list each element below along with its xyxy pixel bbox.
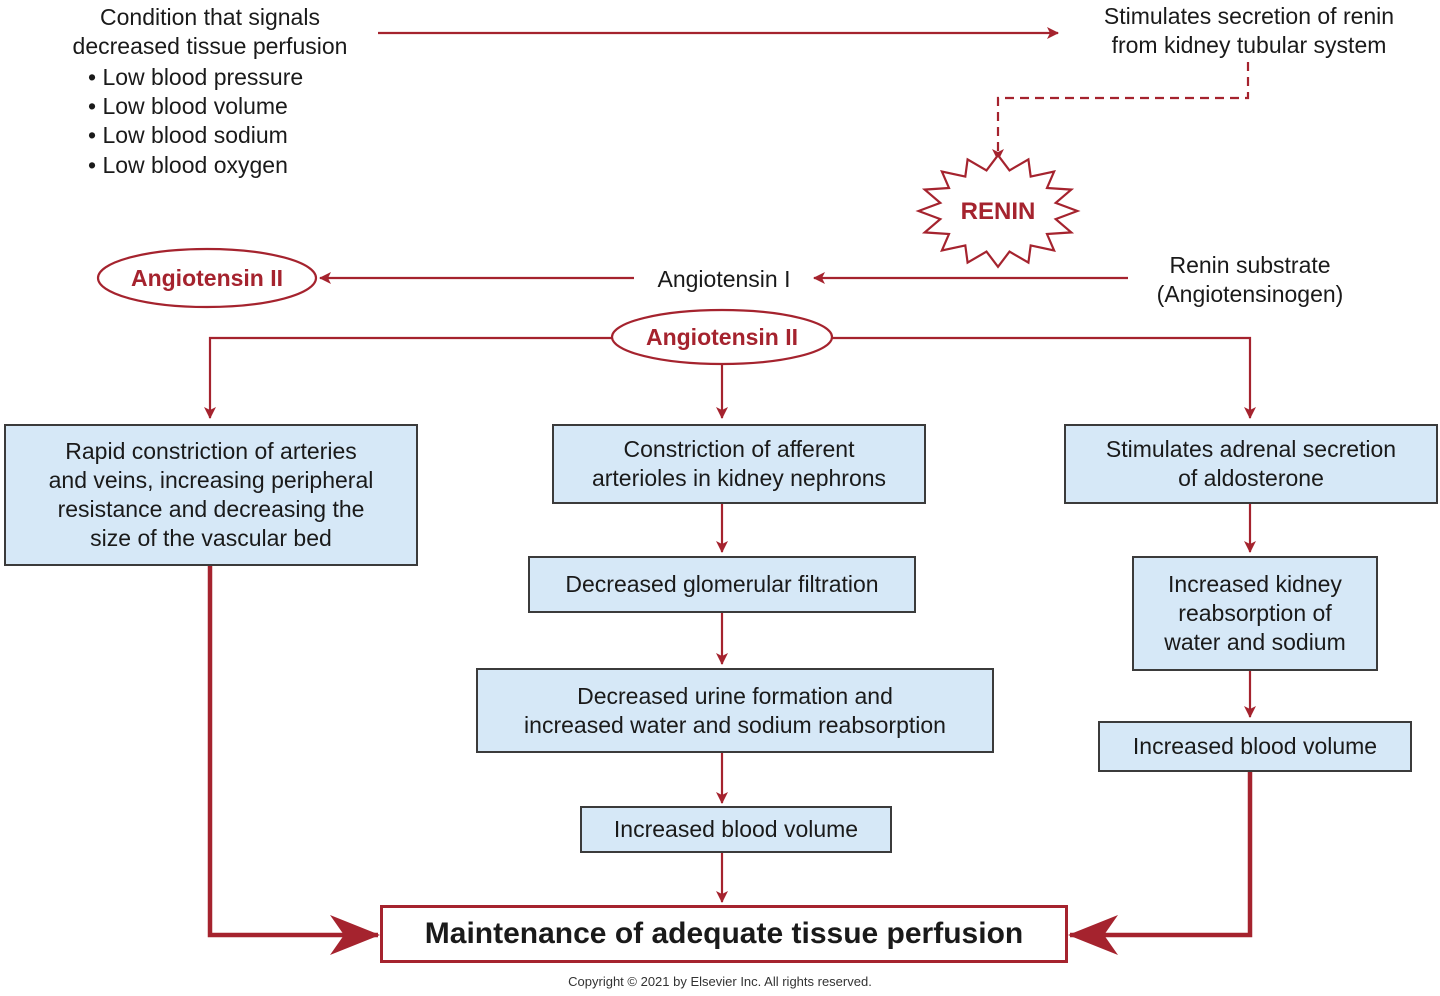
box-text-line: resistance and decreasing the <box>57 496 365 522</box>
copyright-notice: Copyright © 2021 by Elsevier Inc. All ri… <box>568 974 872 989</box>
box-text-line: and veins, increasing peripheral <box>48 467 374 493</box>
renin-substrate-line1: Renin substrate <box>1169 252 1331 278</box>
arrow-right-to-outcome <box>1068 770 1253 955</box>
right-kidney-reabsorption-box: Increased kidney reabsorption of water a… <box>1132 556 1378 671</box>
arrow-secretion-to-renin <box>992 62 1250 161</box>
box-text-line: Stimulates adrenal secretion <box>1105 436 1397 462</box>
angiotensin-ii-ellipse-left <box>96 247 318 309</box>
renin-starburst <box>915 153 1081 269</box>
center-urine-formation-box: Decreased urine formation and increased … <box>476 668 994 753</box>
box-text-line: Increased kidney <box>1168 571 1342 597</box>
box-text-line: reabsorption of <box>1178 600 1332 626</box>
box-text-line: Constriction of afferent <box>623 436 855 462</box>
left-vascular-constriction-box: Rapid constriction of arteries and veins… <box>4 424 418 566</box>
condition-bullet: • Low blood oxygen <box>88 152 288 178</box>
angiotensin-i-label: Angiotensin I <box>657 266 791 292</box>
box-text-line: size of the vascular bed <box>90 525 332 551</box>
angiotensin-ii-label-center: Angiotensin II <box>645 324 799 350</box>
condition-title-line1: Condition that signals <box>100 4 320 30</box>
angiotensin-ii-ellipse-center <box>610 308 834 366</box>
arrow-ang2-right <box>832 336 1256 419</box>
arrow-left-to-outcome <box>207 566 380 955</box>
center-blood-volume-box: Increased blood volume <box>580 806 892 853</box>
condition-bullet: • Low blood volume <box>88 93 288 119</box>
center-glomerular-filtration-box: Decreased glomerular filtration <box>528 556 916 613</box>
box-text-line: Decreased urine formation and <box>577 682 893 709</box>
box-text-line: Increased blood volume <box>1132 733 1378 759</box>
renin-label: RENIN <box>960 198 1036 225</box>
condition-title-line2: decreased tissue perfusion <box>72 33 348 59</box>
condition-bullet: • Low blood sodium <box>88 122 288 148</box>
box-text-line: Rapid constriction of arteries <box>65 438 357 464</box>
right-aldosterone-box: Stimulates adrenal secretion of aldoster… <box>1064 424 1438 504</box>
outcome-box: Maintenance of adequate tissue perfusion <box>380 905 1068 963</box>
angiotensin-ii-label-left: Angiotensin II <box>130 265 284 291</box>
box-text-line: arterioles in kidney nephrons <box>591 465 887 491</box>
center-afferent-constriction-box: Constriction of afferent arterioles in k… <box>552 424 926 504</box>
outcome-label: Maintenance of adequate tissue perfusion <box>424 917 1024 950</box>
stimulates-renin-line1: Stimulates secretion of renin <box>1103 3 1395 29</box>
box-text-line: Decreased glomerular filtration <box>565 571 879 597</box>
stimulates-renin-line2: from kidney tubular system <box>1111 32 1387 58</box>
box-text-line: Increased blood volume <box>613 816 859 842</box>
arrow-ang2-left <box>204 336 612 419</box>
renin-substrate-line2: (Angiotensinogen) <box>1156 281 1344 307</box>
box-text-line: water and sodium <box>1164 629 1346 655</box>
right-blood-volume-box: Increased blood volume <box>1098 721 1412 772</box>
box-text-line: increased water and sodium reabsorption <box>524 711 946 738</box>
box-text-line: of aldosterone <box>1178 465 1324 491</box>
condition-bullet: • Low blood pressure <box>88 64 304 90</box>
